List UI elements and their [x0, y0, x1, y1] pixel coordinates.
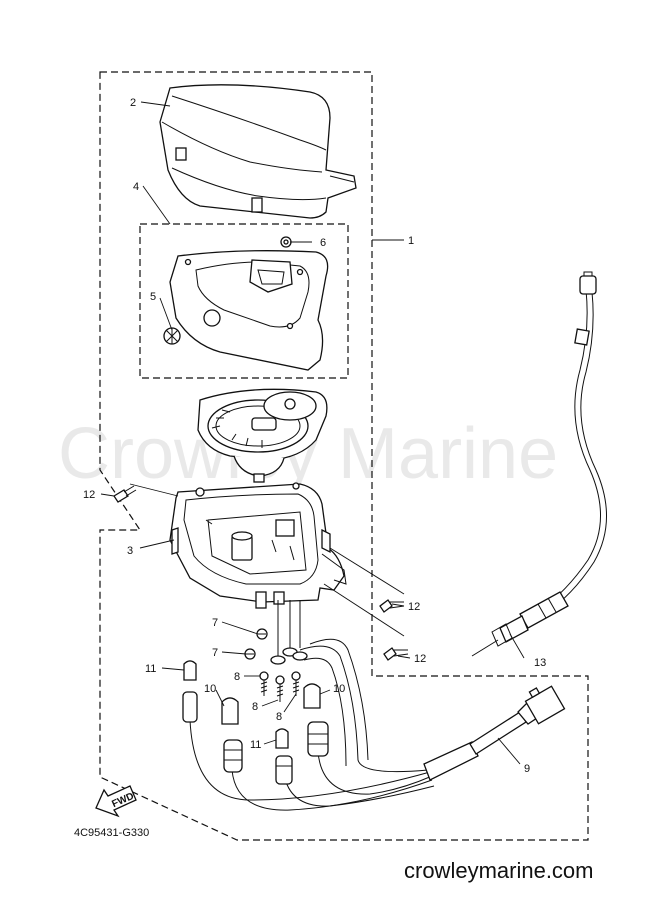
nut: [280, 236, 292, 248]
callout-6: 6: [320, 237, 326, 249]
callout-7-lower: 7: [212, 647, 218, 659]
callout-8-a: 8: [234, 671, 240, 683]
callout-12-right-lower: 12: [414, 653, 426, 665]
terminal-posts: [270, 600, 308, 665]
speedometer-cable: [471, 271, 607, 657]
meter-bezel: [169, 250, 329, 371]
callout-9: 9: [524, 763, 530, 775]
callout-3: 3: [127, 545, 133, 557]
screw-12-right-upper: [379, 599, 405, 613]
meter-housing: [169, 482, 347, 609]
screw-7-upper: [256, 628, 268, 640]
bulb-11-right: [275, 728, 289, 749]
screw-7-lower: [244, 648, 256, 660]
leader-lines: [100, 101, 525, 765]
callout-11-left: 11: [145, 663, 156, 675]
callouts: 2 4 1 6 5 3 12 12 12 7 7 8 8 8 11 10 10 …: [83, 97, 546, 775]
screw-12-left: [113, 485, 137, 503]
wire-harness: [182, 638, 566, 811]
assembly-boundary: [99, 71, 589, 841]
callout-11-right: 11: [250, 739, 261, 751]
callout-12-right-upper: 12: [408, 601, 420, 613]
fwd-arrow-icon: FWD: [95, 785, 137, 818]
drawing-code: 4C95431-G330: [74, 827, 149, 839]
reset-knob: [163, 327, 181, 345]
bulb-10-left: [221, 697, 239, 725]
meter-cover: [159, 84, 357, 219]
callout-1: 1: [408, 235, 414, 247]
callout-2: 2: [130, 97, 136, 109]
callout-10-left: 10: [204, 683, 216, 695]
bulb-10-right: [303, 683, 321, 709]
site-url[interactable]: crowleymarine.com: [404, 858, 594, 883]
callout-10-right: 10: [333, 683, 345, 695]
screw-8-b: [275, 675, 285, 702]
screw-12-right-lower: [383, 647, 409, 661]
subassembly-4-boundary: [139, 223, 349, 379]
callout-5: 5: [150, 291, 156, 303]
screw-8-c: [291, 671, 301, 696]
bulb-11-left: [183, 660, 197, 681]
callout-4: 4: [133, 181, 139, 193]
speedometer-gauge: [197, 388, 328, 483]
callout-13: 13: [534, 657, 546, 669]
screw-8-a: [259, 671, 269, 696]
callout-8-b: 8: [252, 701, 258, 713]
callout-12-left: 12: [83, 489, 95, 501]
callout-8-c: 8: [276, 711, 282, 723]
callout-7-upper: 7: [212, 617, 218, 629]
